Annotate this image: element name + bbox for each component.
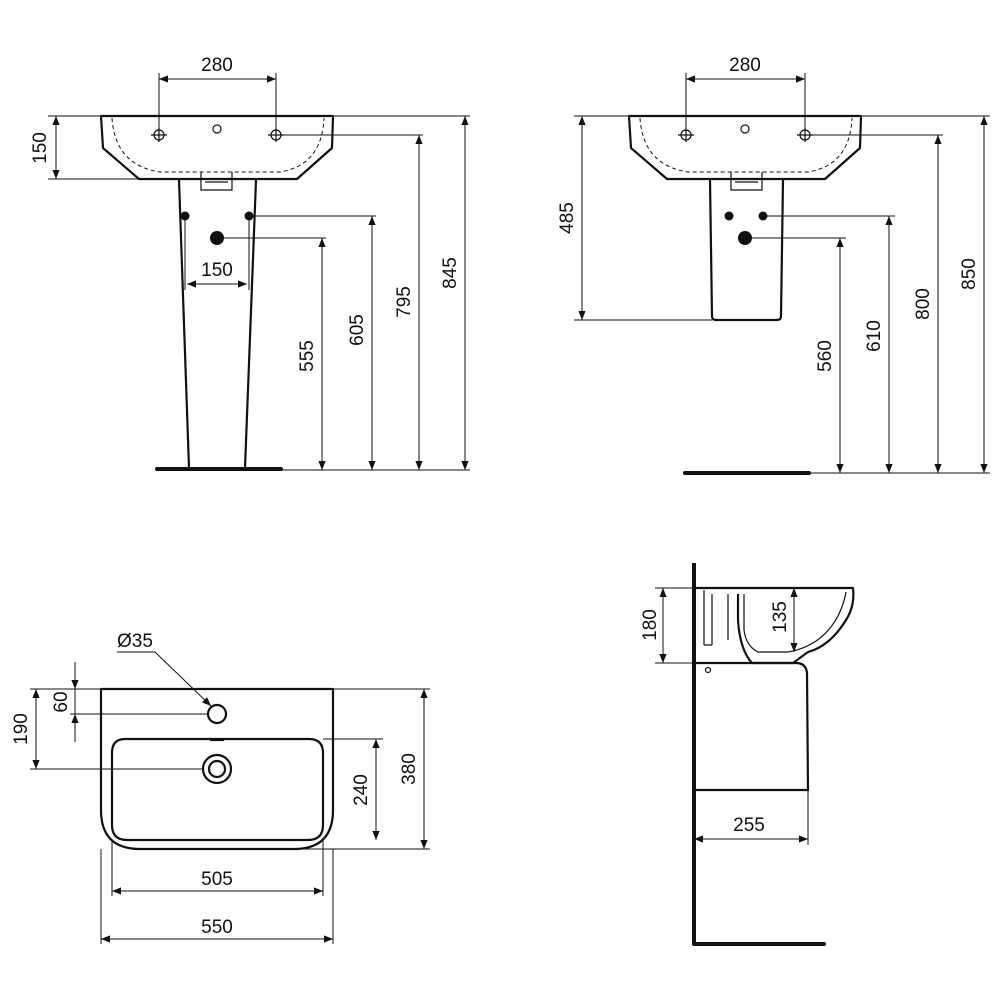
pedestal-front-view: 280 150 150 555 605 795 845 (30, 55, 470, 471)
waste-hole (210, 231, 224, 245)
dim-pedestal-width: 150 (201, 260, 233, 281)
semi-pedestal-front-view: 280 485 560 610 800 850 (557, 55, 990, 475)
dim-tap-centres: 280 (201, 55, 233, 76)
dim-overall-width: 550 (201, 917, 233, 938)
dim-rim-height: 850 (959, 258, 980, 290)
dim-basin-height: 150 (30, 132, 51, 164)
waste-inner (207, 759, 227, 779)
waste-outer (201, 753, 233, 785)
dim-tap-hole-offset: 60 (51, 691, 72, 712)
dim-tap-height: 795 (394, 286, 415, 318)
dim-overall-depth: 380 (399, 753, 420, 785)
dim-bowl-height: 180 (640, 609, 661, 641)
pedestal-outline (177, 179, 258, 469)
waste-outlet (200, 172, 233, 191)
supply-hole-left (180, 211, 190, 221)
tap-hole-centre (212, 124, 222, 134)
semi-pedestal-section (694, 661, 810, 792)
plan-view: Ø35 60 190 240 380 505 550 (11, 631, 430, 944)
dim-waste-from-back: 190 (11, 713, 32, 745)
tap-hole (206, 703, 228, 725)
bowl-hidden-line (111, 117, 325, 173)
waste-outlet (730, 172, 763, 191)
waste-hole (738, 231, 752, 245)
dim-tap-centres: 280 (729, 55, 761, 76)
dim-waste-height: 560 (815, 340, 836, 372)
supply-hole-right (244, 211, 254, 221)
dim-inner-depth: 135 (770, 601, 791, 633)
bowl-plan-outline (110, 737, 325, 842)
dim-tap-hole-diameter: Ø35 (117, 631, 153, 652)
dim-waste-height: 555 (297, 340, 318, 372)
dim-supply-height: 610 (864, 320, 885, 352)
semi-pedestal-outline (708, 179, 785, 322)
dim-projection: 255 (733, 815, 765, 836)
dim-bowl-depth: 240 (351, 774, 372, 806)
fixing-point (704, 666, 712, 674)
bowl-inner-line (743, 591, 847, 653)
dim-tap-height: 800 (913, 288, 934, 320)
dim-bowl-width: 505 (201, 869, 233, 890)
side-section-view: 180 135 255 (640, 563, 855, 946)
bowl-hidden-line (639, 117, 853, 173)
supply-hole-right (758, 211, 768, 221)
tap-hole-centre (740, 124, 750, 134)
waste-section (703, 590, 729, 646)
dim-supply-height: 605 (347, 314, 368, 346)
basin-section-outline (694, 586, 855, 665)
dim-fixing-height: 485 (557, 202, 578, 234)
supply-hole-left (724, 211, 734, 221)
dim-rim-height: 845 (440, 257, 461, 289)
